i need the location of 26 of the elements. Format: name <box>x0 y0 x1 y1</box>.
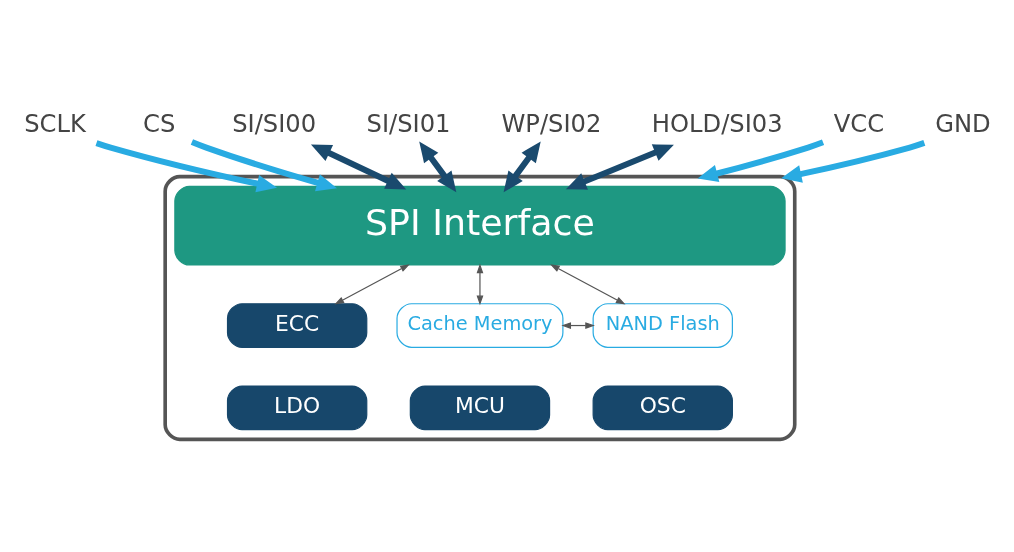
node-box: OSC <box>592 384 733 430</box>
node-text: VCC <box>833 109 884 138</box>
node-text: GND <box>934 109 991 138</box>
node-text: CS <box>142 109 175 138</box>
arrow <box>697 138 824 182</box>
arrow <box>418 141 456 192</box>
arrow <box>503 141 541 192</box>
node-box: SPI Interface <box>173 185 786 266</box>
arrow <box>190 138 337 191</box>
arrow <box>476 263 483 305</box>
arrow <box>780 139 925 183</box>
arrow <box>549 263 625 304</box>
arrow <box>565 143 674 190</box>
node-text: SCLK <box>23 109 86 138</box>
node-box: MCU <box>409 384 550 430</box>
arrow <box>95 139 277 192</box>
node-text: SI/SI01 <box>366 109 451 138</box>
node-text: SI/SI00 <box>231 109 316 138</box>
node-text: WP/SI02 <box>500 109 601 138</box>
node-box: Cache Memory <box>395 302 563 348</box>
node-text: HOLD/SI03 <box>651 109 783 138</box>
arrow <box>310 143 406 189</box>
node-box: LDO <box>226 384 367 430</box>
arrow <box>333 263 410 304</box>
node-box: NAND Flash <box>592 302 733 348</box>
node-box: ECC <box>226 302 367 348</box>
